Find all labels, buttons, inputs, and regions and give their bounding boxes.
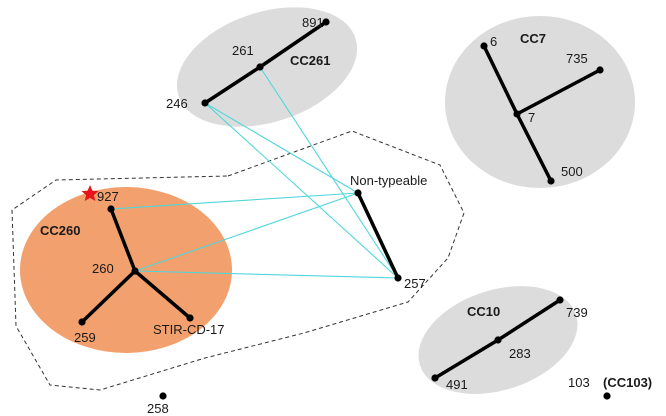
edge-6-7 [482, 44, 519, 116]
node-103 [603, 392, 611, 400]
intra-cluster-edges [80, 20, 602, 380]
link-246-257 [204, 102, 399, 279]
link-927-nt [110, 192, 359, 210]
node-label-735: 735 [566, 51, 588, 66]
cc-label-cc7: CC7 [520, 31, 546, 46]
node-label-non-typeable: Non-typeable [350, 173, 427, 188]
link-246-nt [204, 102, 359, 194]
node-label-257: 257 [404, 276, 426, 291]
cc261-background [176, 7, 358, 127]
edge-739-283 [496, 298, 562, 342]
node-259 [78, 318, 86, 326]
node-257 [394, 274, 402, 282]
node-label-103: 103 [568, 375, 590, 390]
node-491 [431, 374, 439, 382]
cc260-background [20, 187, 232, 353]
node-927 [107, 205, 115, 213]
link-260-nt [134, 192, 359, 272]
node-label-stir-cd-17: STIR-CD-17 [153, 322, 225, 337]
link-260-257 [134, 270, 399, 279]
edge-7-500 [515, 112, 553, 183]
node-500 [547, 177, 555, 185]
node-891 [322, 18, 330, 26]
nodes [78, 18, 611, 400]
node-label-246: 246 [166, 96, 188, 111]
node-label-259: 259 [74, 330, 96, 345]
node-stir-cd-17 [186, 314, 194, 322]
node-label-500: 500 [561, 164, 583, 179]
node-label-891: 891 [302, 15, 324, 30]
cc-label-cc260: CC260 [40, 223, 80, 238]
link-261-257 [259, 66, 399, 279]
edge-735-7 [515, 68, 602, 116]
inter-cluster-links [110, 66, 399, 279]
cc-labels: CC261 CC7 CC260 CC10 (CC103) [40, 31, 652, 390]
node-label-927: 927 [97, 189, 119, 204]
node-246 [201, 99, 209, 107]
node-nt [354, 189, 362, 197]
node-735 [596, 66, 604, 74]
dashed-group-outline [11, 130, 465, 391]
cc-label-cc103: (CC103) [603, 375, 652, 390]
node-label-491: 491 [446, 377, 468, 392]
node-label-283: 283 [509, 346, 531, 361]
edge-260-stir-cd-17 [133, 269, 192, 320]
node-261 [256, 63, 264, 71]
node-739 [556, 296, 564, 304]
node-label-258: 258 [147, 401, 169, 416]
edge-nt-257 [356, 191, 400, 280]
node-label-260: 260 [92, 261, 114, 276]
edge-891-261 [258, 20, 328, 69]
node-258 [159, 392, 167, 400]
node-7 [513, 110, 521, 118]
edge-260-259 [80, 269, 137, 324]
edge-283-491 [433, 338, 500, 380]
cc-label-cc10: CC10 [467, 304, 500, 319]
cc-label-cc261: CC261 [290, 53, 330, 68]
node-label-261: 261 [232, 43, 254, 58]
node-260 [131, 267, 139, 275]
edge-261-246 [203, 65, 262, 105]
node-283 [494, 336, 502, 344]
star-marker [81, 185, 99, 201]
node-6 [480, 42, 488, 50]
edge-927-260 [109, 207, 137, 273]
node-label-7: 7 [528, 110, 535, 125]
node-label-739: 739 [566, 305, 588, 320]
node-label-6: 6 [490, 34, 497, 49]
node-labels: 891 261 246 6 735 7 500 927 260 259 STIR… [74, 15, 590, 416]
